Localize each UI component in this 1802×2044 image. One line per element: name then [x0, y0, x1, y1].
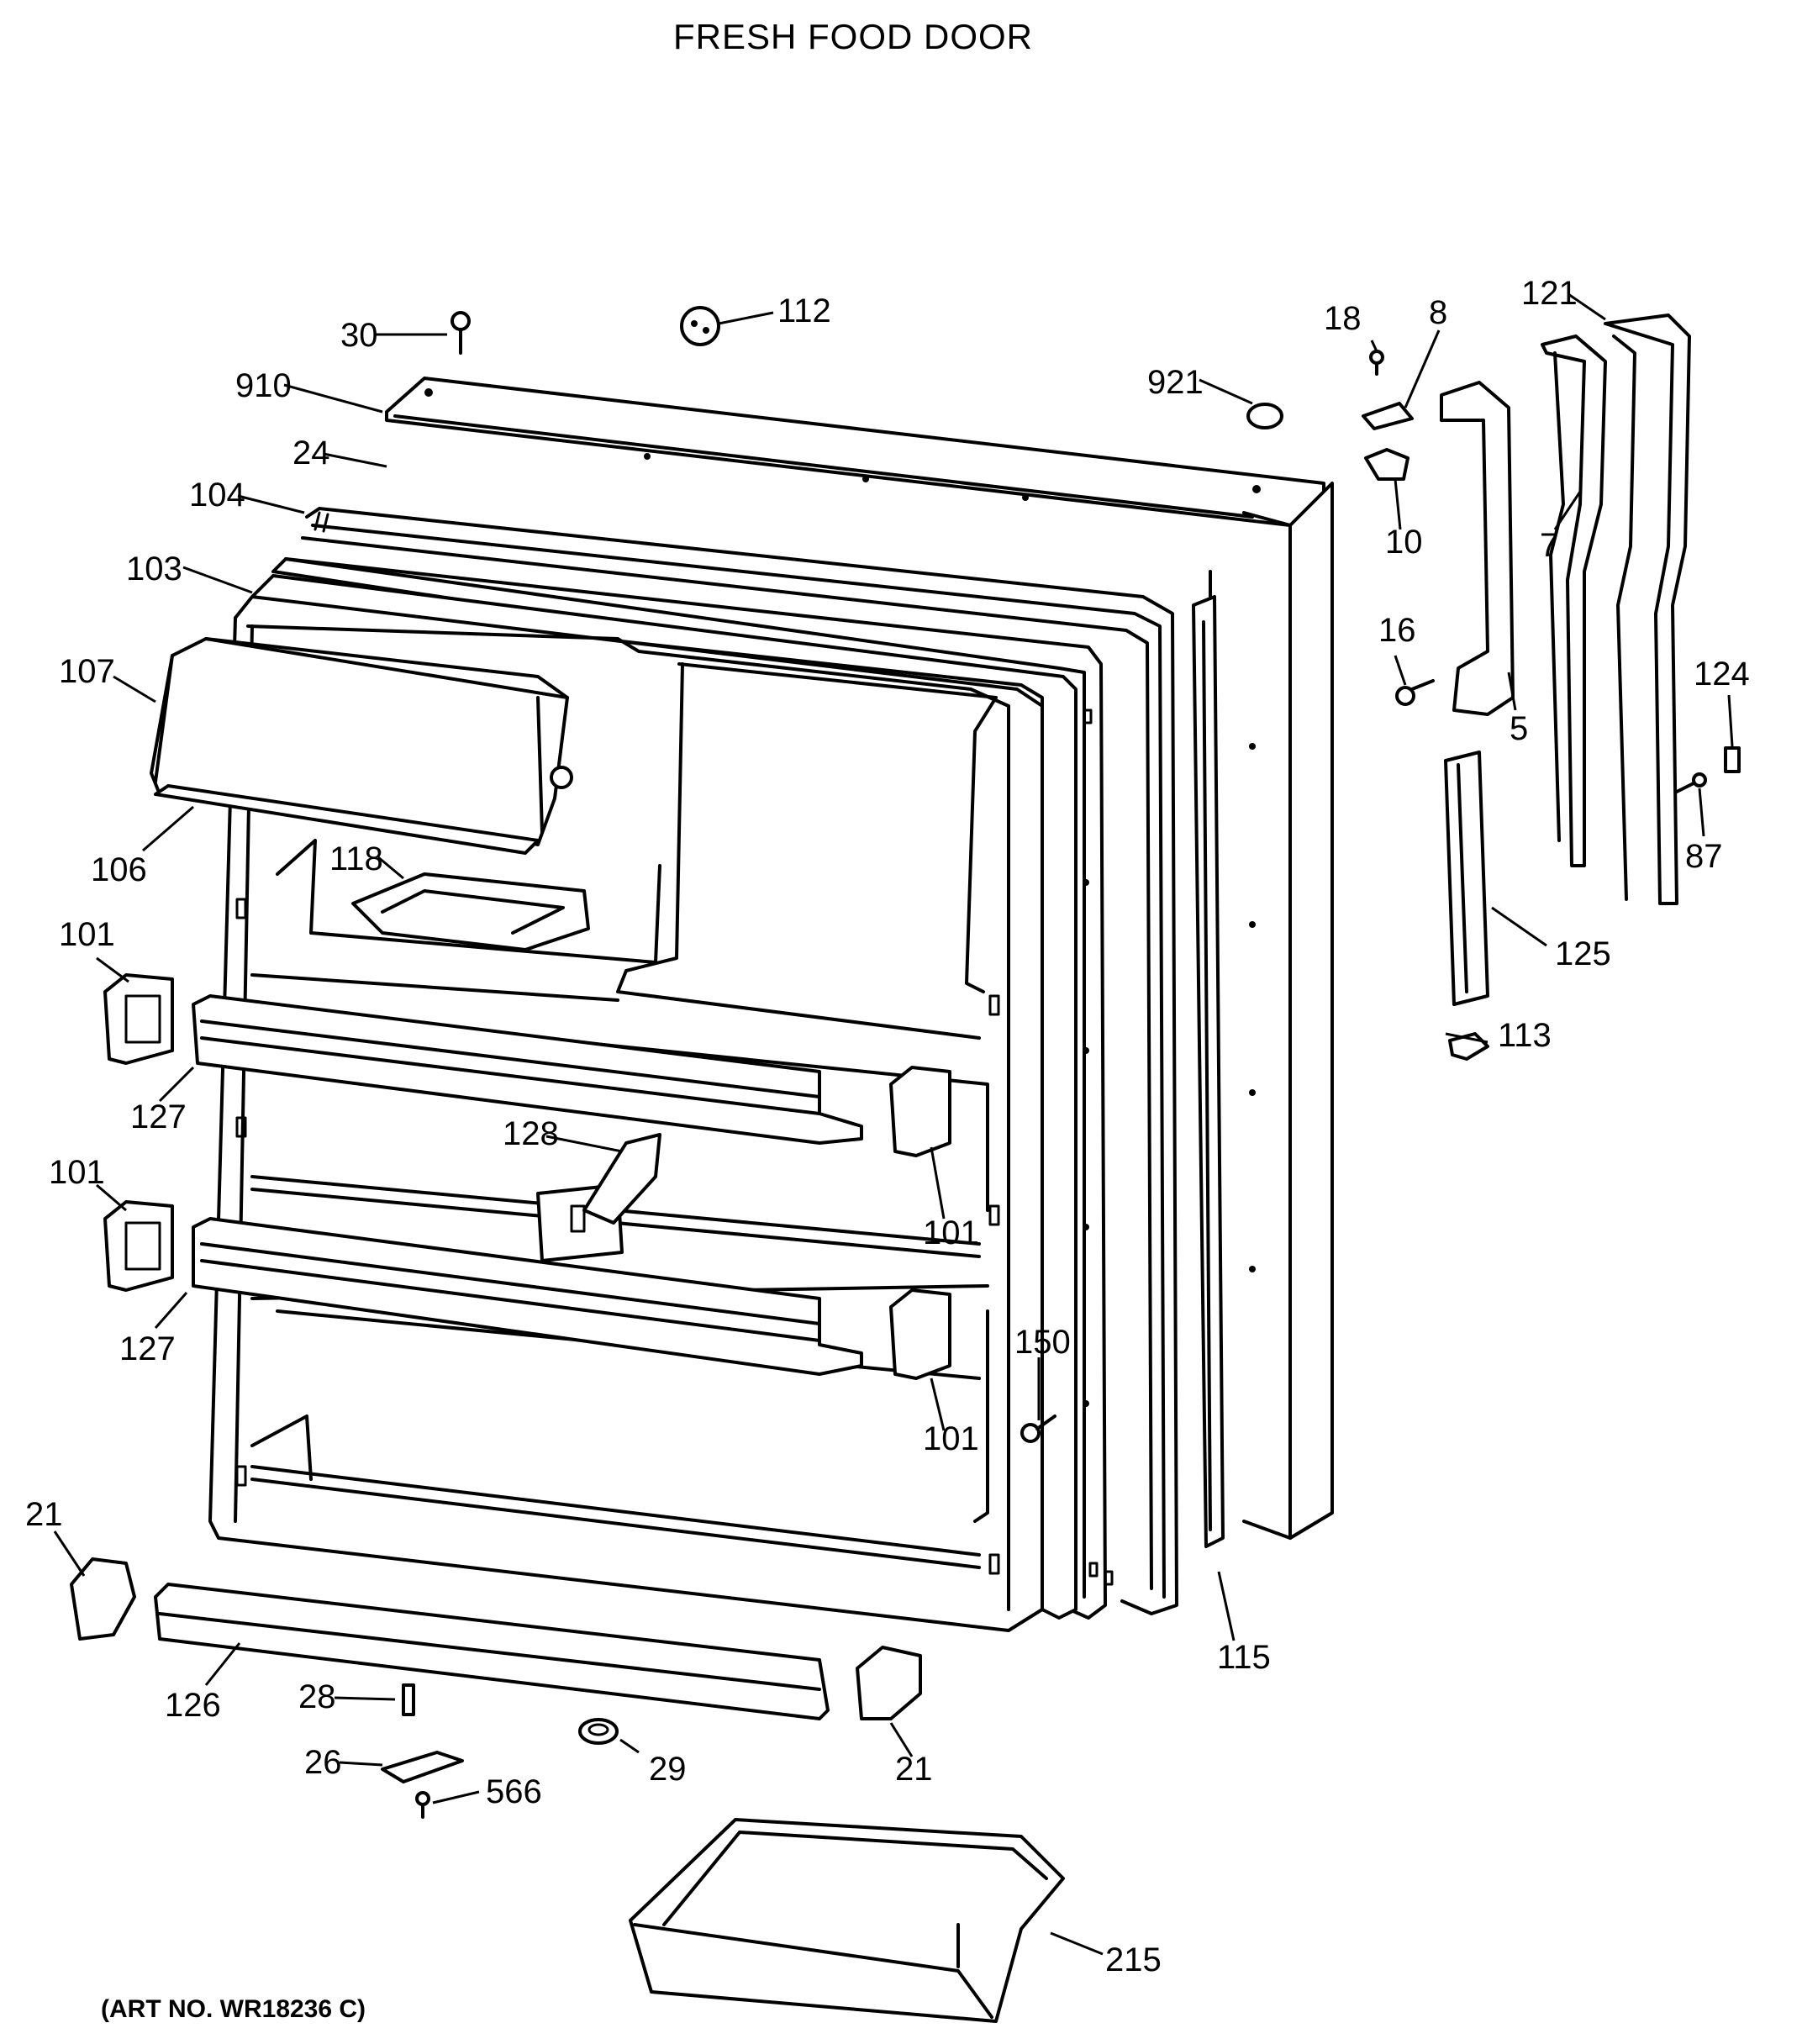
- label-101-left-upper: 101: [59, 916, 115, 953]
- screw-150: [1020, 1414, 1056, 1443]
- label-24: 24: [292, 435, 330, 471]
- label-127-lower: 127: [119, 1330, 176, 1367]
- door-hinge-left: [70, 1557, 136, 1641]
- label-28: 28: [298, 1678, 336, 1715]
- breaker-strip: [1192, 595, 1225, 1548]
- door-hinge-right: [856, 1646, 922, 1720]
- label-128: 128: [503, 1115, 559, 1152]
- label-107: 107: [59, 653, 115, 690]
- label-87: 87: [1685, 838, 1723, 875]
- handle-trim-outer: [1604, 313, 1691, 905]
- label-113: 113: [1498, 1017, 1552, 1054]
- label-101-left-lower: 101: [49, 1154, 105, 1191]
- leader-lines: [53, 292, 1734, 1956]
- plug-112: [680, 306, 720, 346]
- door-handle: [1440, 381, 1515, 716]
- clip-124: [1724, 746, 1741, 773]
- shelf-bracket-right-lower: [889, 1288, 951, 1380]
- label-26: 26: [304, 1744, 342, 1781]
- label-104: 104: [189, 477, 245, 514]
- label-8: 8: [1429, 294, 1447, 331]
- label-103: 103: [126, 551, 182, 587]
- label-101-right-upper: 101: [923, 1214, 979, 1251]
- label-101-right-lower: 101: [923, 1420, 979, 1457]
- shelf-bracket-left-lower: [103, 1200, 174, 1292]
- grommet-29: [578, 1718, 619, 1745]
- shelf-bracket-left-upper: [103, 973, 174, 1065]
- label-921: 921: [1147, 364, 1204, 401]
- screw-16: [1395, 679, 1435, 706]
- shelf-rail-lower: [192, 1217, 863, 1376]
- screw-87: [1675, 772, 1707, 793]
- bracket-8: [1362, 402, 1414, 430]
- label-118: 118: [329, 840, 383, 877]
- label-21-left: 21: [25, 1496, 63, 1533]
- label-106: 106: [91, 851, 147, 888]
- label-121: 121: [1521, 275, 1578, 312]
- door-gasket: [301, 507, 1178, 1615]
- label-5: 5: [1510, 710, 1528, 747]
- label-127-upper: 127: [130, 1098, 187, 1135]
- label-150: 150: [1014, 1324, 1071, 1361]
- handle-trim-inner: [1541, 335, 1607, 867]
- label-21-right: 21: [895, 1751, 933, 1788]
- art-number: (ART NO. WR18236 C): [101, 1995, 366, 2023]
- plug-921: [1246, 403, 1283, 429]
- label-566: 566: [486, 1773, 542, 1810]
- label-18: 18: [1324, 300, 1362, 337]
- label-30: 30: [340, 317, 378, 354]
- label-215: 215: [1105, 1941, 1162, 1978]
- label-112: 112: [777, 292, 831, 329]
- label-125: 125: [1555, 935, 1611, 972]
- label-124: 124: [1694, 656, 1750, 693]
- pin-28: [402, 1683, 415, 1716]
- diagram-title: FRESH FOOD DOOR: [673, 17, 1033, 56]
- label-29: 29: [649, 1751, 687, 1788]
- screw-566: [415, 1791, 430, 1819]
- screw-18: [1369, 350, 1384, 376]
- label-7: 7: [1540, 527, 1558, 564]
- shelf-rail-upper: [192, 994, 863, 1145]
- label-115: 115: [1217, 1639, 1271, 1676]
- bottom-shelf-rail: [154, 1583, 830, 1720]
- door-bin: [629, 1818, 1065, 2023]
- shelf-divider: [536, 1133, 661, 1262]
- screw-30: [450, 311, 471, 355]
- plate-26: [381, 1751, 464, 1783]
- part-labels: 30 112 18 8 121 910 921 24 104 10 103 7 …: [25, 275, 1750, 1978]
- label-126: 126: [165, 1687, 221, 1724]
- label-10: 10: [1385, 524, 1423, 561]
- cap-10: [1364, 448, 1409, 481]
- label-910: 910: [235, 367, 292, 404]
- shelf-bracket-right-upper: [889, 1066, 951, 1157]
- egg-tray: [351, 872, 590, 951]
- label-16: 16: [1378, 612, 1416, 649]
- handle-mount-bar: [1444, 751, 1489, 1006]
- dairy-compartment-door: [150, 637, 573, 855]
